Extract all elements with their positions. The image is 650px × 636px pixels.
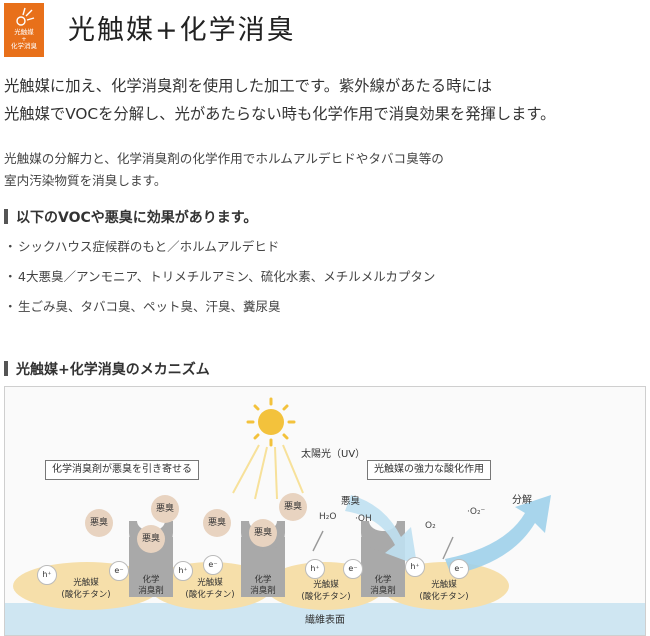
detail-line-1: 光触媒の分解力と、化学消臭剤の化学作用でホルムアルデヒドやタバコ臭等の [4, 151, 444, 166]
heading-bar [4, 361, 8, 376]
effects-list: ・シックハウス症候群のもと／ホルムアルデヒド ・4大悪臭／アンモニア、トリメチル… [4, 236, 435, 326]
odor-molecule-captured: 悪臭 [137, 525, 165, 553]
agent-label-line2: 消臭剤 [138, 586, 164, 596]
catalyst-label-line2: (酸化チタン) [301, 592, 351, 602]
water-molecule: H₂O [319, 512, 337, 522]
bullet-dot: ・ [4, 269, 17, 284]
electron-particle: e⁻ [343, 559, 363, 579]
sunlight-label: 太陽光（UV） [301, 449, 366, 460]
intro-paragraph: 光触媒に加え、化学消臭剤を使用した加工です。紫外線があたる時には 光触媒でVOC… [4, 72, 650, 128]
bullet-dot: ・ [4, 299, 17, 314]
catalyst-label-line2: (酸化チタン) [419, 592, 469, 602]
attract-label-box: 化学消臭剤が悪臭を引き寄せる [45, 460, 199, 480]
sun-icon [16, 7, 35, 26]
hole-particle: h⁺ [37, 565, 57, 585]
exchange-arrows [312, 530, 454, 560]
page-title: 光触媒+化学消臭 [68, 15, 296, 46]
chemical-agent-label: 化学 消臭剤 [370, 575, 396, 597]
oxidation-arrow [345, 495, 417, 565]
decompose-arrow [445, 495, 551, 575]
agent-label-line1: 化学 [374, 575, 392, 585]
oxygen-molecule: O₂ [425, 521, 436, 531]
effects-item: ・生ごみ臭、タバコ臭、ペット臭、汗臭、糞尿臭 [4, 296, 435, 326]
odor-molecule: 悪臭 [151, 495, 179, 523]
odor-molecule-captured: 悪臭 [249, 519, 277, 547]
mechanism-diagram: 太陽光（UV） 化学消臭剤が悪臭を引き寄せる 光触媒の強力な酸化作用 悪臭 悪臭… [4, 386, 646, 636]
catalyst-label: 光触媒 (酸化チタン) [409, 579, 479, 603]
agent-label-line1: 化学 [254, 575, 272, 585]
badge-line2: + [21, 35, 27, 43]
chemical-agent-label: 化学 消臭剤 [138, 575, 164, 597]
hole-particle: h⁺ [405, 557, 425, 577]
electron-particle: e⁻ [449, 559, 469, 579]
catalyst-label-line2: (酸化チタン) [61, 590, 111, 600]
intro-line-2: 光触媒でVOCを分解し、光があたらない時も化学作用で消臭効果を発揮します。 [4, 105, 556, 123]
odor-molecule: 悪臭 [279, 493, 307, 521]
chemical-agent-2 [241, 533, 285, 597]
agent-label-line2: 消臭剤 [370, 586, 396, 596]
heading-bar [4, 209, 8, 224]
mechanism-heading: 光触媒+化学消臭のメカニズム [4, 359, 210, 379]
detail-paragraph: 光触媒の分解力と、化学消臭剤の化学作用でホルムアルデヒドやタバコ臭等の 室内汚染… [4, 148, 650, 192]
bullet-dot: ・ [4, 239, 17, 254]
badge-line1: 光触媒 [14, 28, 34, 36]
odor-label: 悪臭 [341, 496, 361, 507]
effects-item-text: シックハウス症候群のもと／ホルムアルデヒド [18, 239, 280, 254]
hydroxyl-radical: ·OH [355, 514, 372, 524]
hole-particle: h⁺ [173, 561, 193, 581]
oxidation-label-box: 光触媒の強力な酸化作用 [367, 460, 491, 480]
agent-label-line2: 消臭剤 [250, 586, 276, 596]
catalyst-label-line1: 光触媒 [73, 578, 99, 588]
electron-particle: e⁻ [109, 561, 129, 581]
catalyst-label-line1: 光触媒 [313, 580, 339, 590]
agent-label-line1: 化学 [142, 575, 160, 585]
photocatalyst-badge: 光触媒 + 化学消臭 [4, 3, 44, 57]
catalyst-label: 光触媒 (酸化チタン) [51, 577, 121, 601]
effects-item-text: 4大悪臭／アンモニア、トリメチルアミン、硫化水素、メチルメルカプタン [18, 269, 436, 284]
odor-molecule: 悪臭 [203, 509, 231, 537]
chemical-agent-1 [129, 533, 173, 597]
decompose-label: 分解 [512, 495, 532, 506]
catalyst-label-line1: 光触媒 [197, 578, 223, 588]
effects-item: ・4大悪臭／アンモニア、トリメチルアミン、硫化水素、メチルメルカプタン [4, 266, 435, 296]
intro-line-1: 光触媒に加え、化学消臭剤を使用した加工です。紫外線があたる時には [4, 77, 492, 95]
hole-particle: h⁺ [305, 559, 325, 579]
effects-heading-text: 以下のVOCや悪臭に効果があります。 [16, 210, 258, 226]
effects-heading: 以下のVOCや悪臭に効果があります。 [4, 207, 257, 227]
catalyst-label: 光触媒 (酸化チタン) [175, 577, 245, 601]
superoxide-radical: ·O₂⁻ [467, 507, 486, 517]
effects-item: ・シックハウス症候群のもと／ホルムアルデヒド [4, 236, 435, 266]
mechanism-heading-text: 光触媒+化学消臭のメカニズム [16, 362, 210, 378]
electron-particle: e⁻ [203, 555, 223, 575]
catalyst-label-line1: 光触媒 [431, 580, 457, 590]
badge-line3: 化学消臭 [11, 42, 37, 50]
detail-line-2: 室内汚染物質を消臭します。 [4, 173, 167, 188]
catalyst-label-line2: (酸化チタン) [185, 590, 235, 600]
effects-item-text: 生ごみ臭、タバコ臭、ペット臭、汗臭、糞尿臭 [18, 299, 281, 314]
fiber-surface-label: 繊維表面 [305, 615, 345, 626]
catalyst-label: 光触媒 (酸化チタン) [291, 579, 361, 603]
odor-molecule: 悪臭 [85, 509, 113, 537]
chemical-agent-label: 化学 消臭剤 [250, 575, 276, 597]
sun-graphic [232, 397, 304, 500]
